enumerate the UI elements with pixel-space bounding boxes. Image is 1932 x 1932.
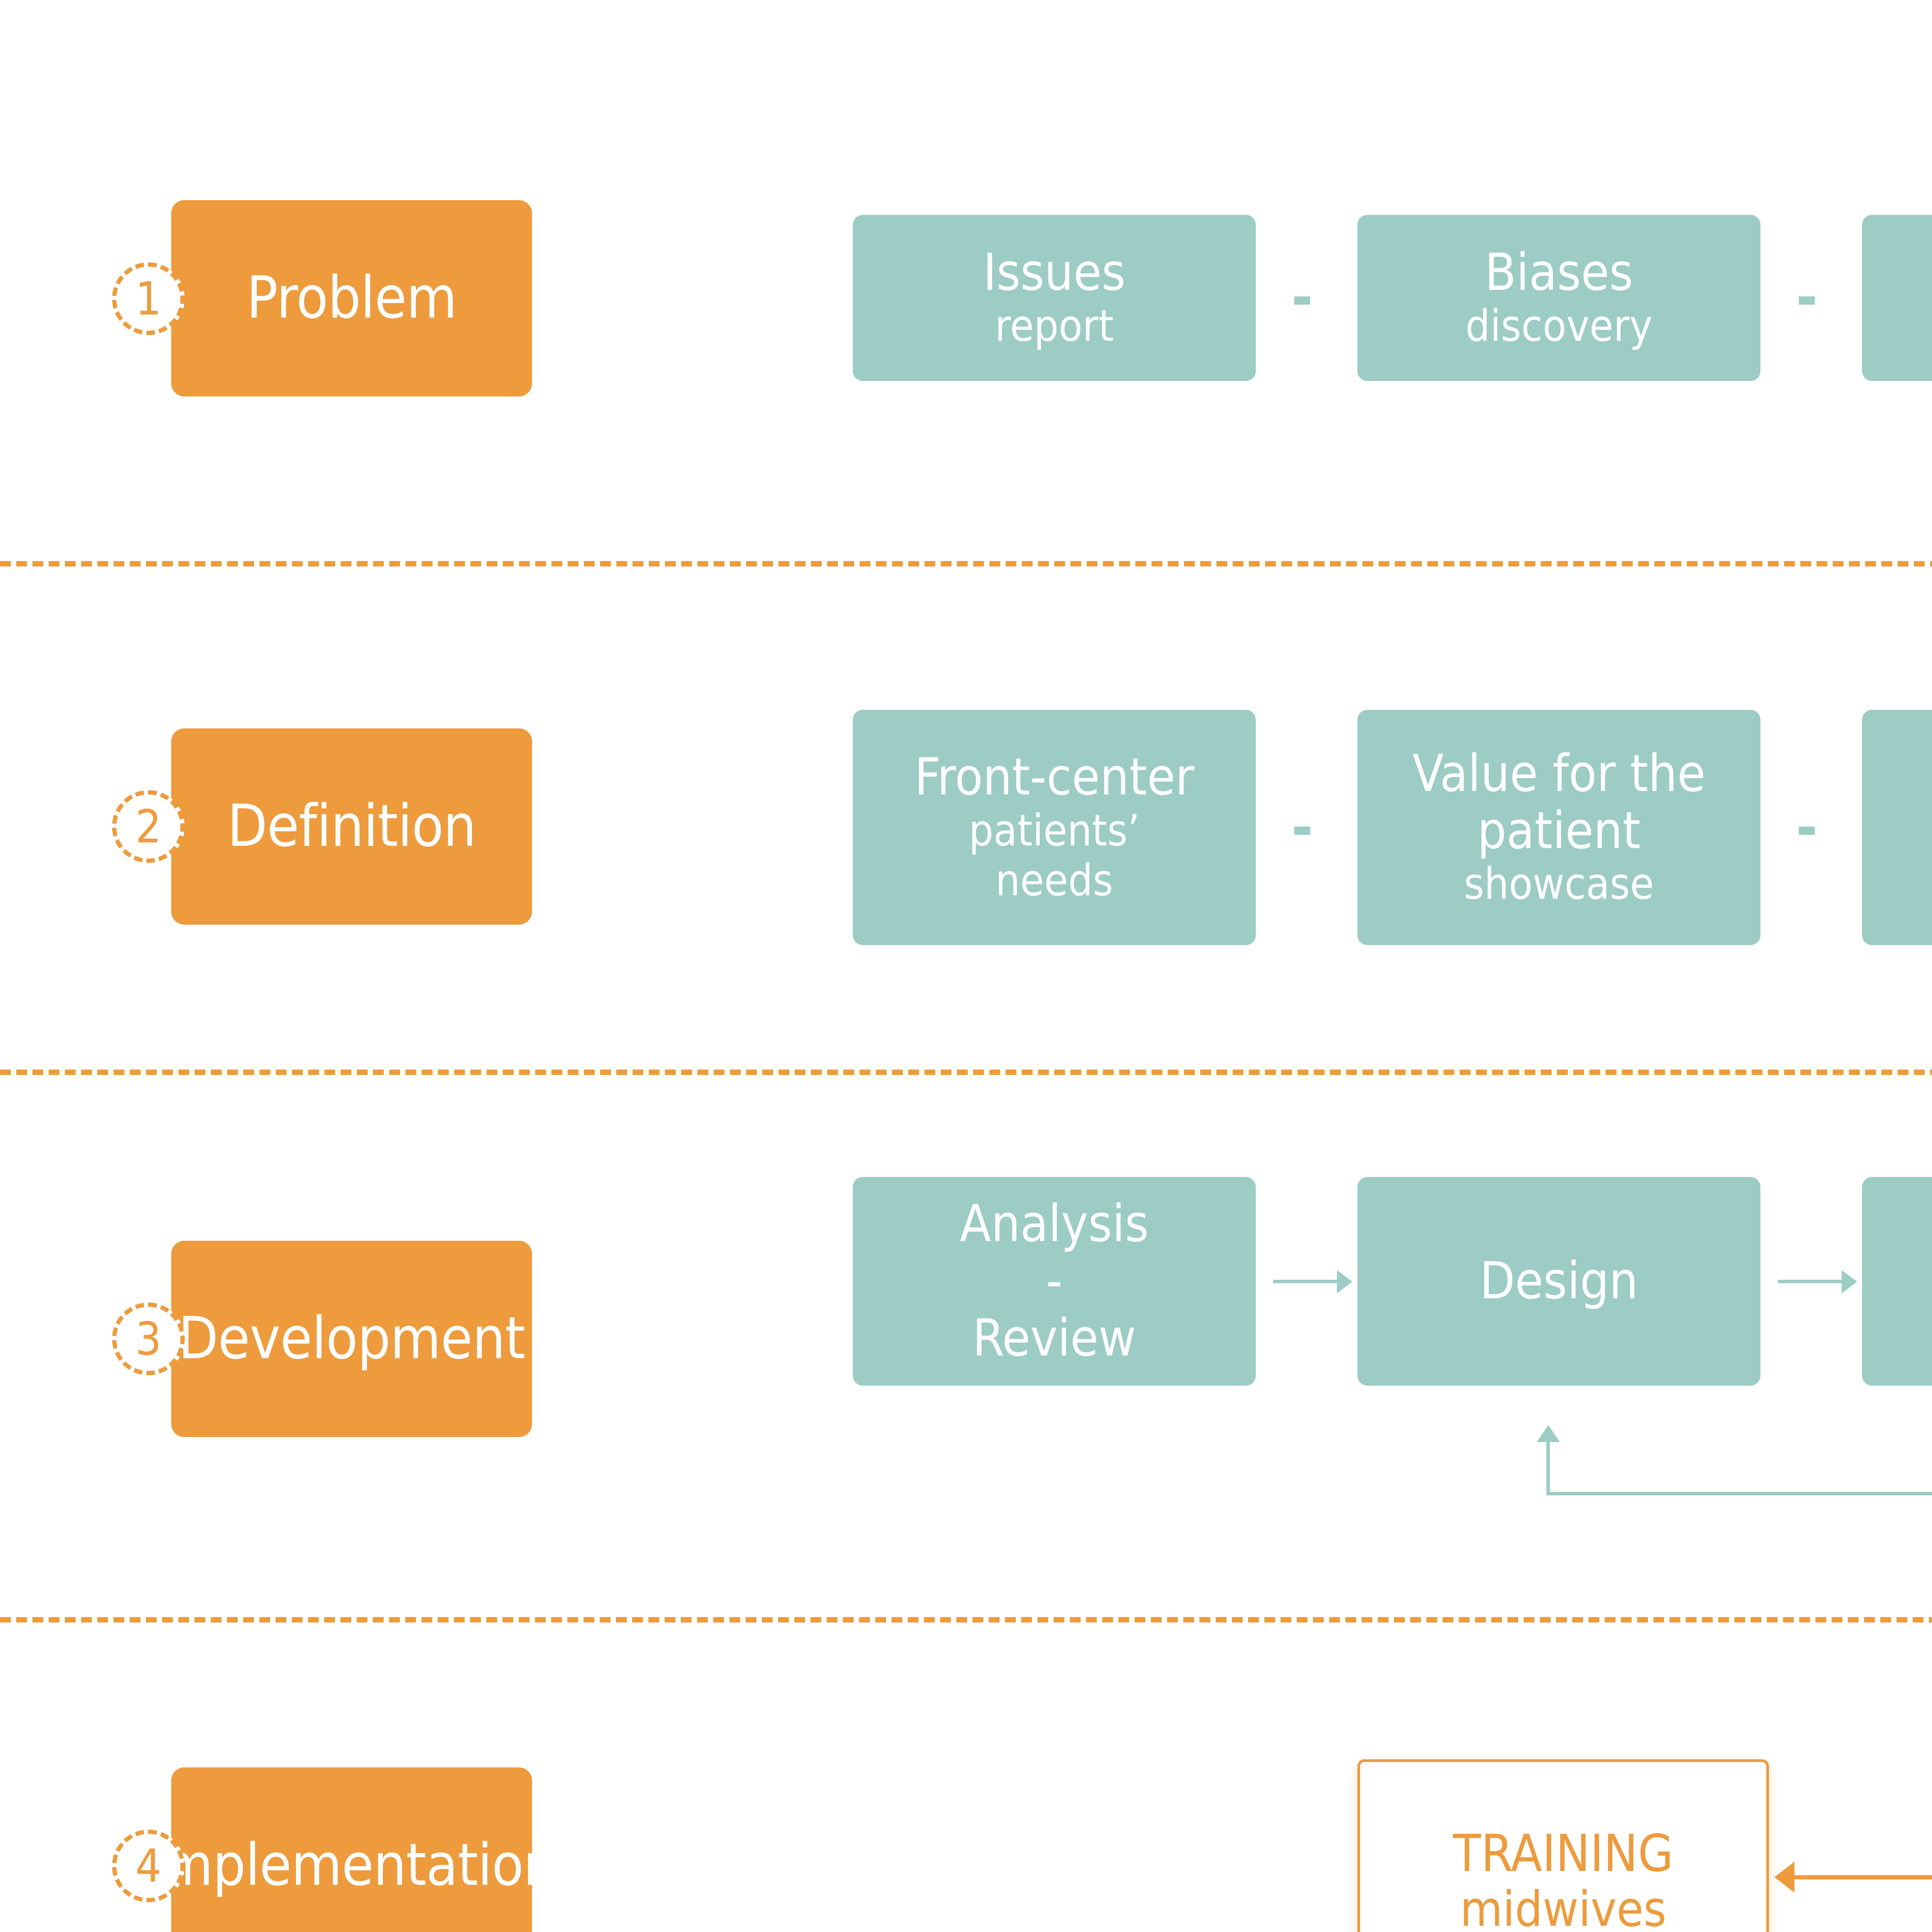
- activity-title-value-line2: patient: [1477, 801, 1641, 861]
- activity-dash-analysis: -: [1046, 1251, 1063, 1311]
- activity-title-value-line1: Value for the: [1412, 743, 1706, 803]
- stage-box-definition[interactable]: Definition: [171, 728, 532, 925]
- connector-analysis-to-design: [1273, 1280, 1339, 1283]
- activity-title-front-center: Front-center: [914, 747, 1194, 807]
- stage-number-2: 2: [135, 800, 162, 853]
- divider-challenge: [0, 1070, 1932, 1075]
- stage-badge-3: 3: [112, 1303, 185, 1375]
- stage-label-implementation: Implementation: [147, 1832, 556, 1899]
- output-title-training: TRAINING: [1453, 1823, 1673, 1883]
- output-box-training[interactable]: TRAINING midwives: [1357, 1759, 1769, 1932]
- stage-box-implementation[interactable]: Implementation: [147, 1767, 556, 1932]
- stage-label-problem: Problem: [246, 264, 457, 332]
- stage-number-3: 3: [135, 1312, 162, 1366]
- activity-box-needs[interactable]: Needs reveal: [1862, 215, 1932, 381]
- divider-implementation: [0, 1617, 1932, 1622]
- feedback-loop-left: [1546, 1492, 1932, 1495]
- stage-label-development: Development: [178, 1305, 526, 1372]
- activity-sub-front-center-2: needs: [995, 855, 1113, 906]
- activity-title-biases: Biases: [1485, 243, 1633, 303]
- feedback-loop-up: [1546, 1440, 1550, 1495]
- activity-box-issues[interactable]: Issues report: [853, 215, 1256, 381]
- stage-box-development[interactable]: Development: [171, 1241, 532, 1437]
- arrowhead-analysis-design: [1337, 1270, 1352, 1293]
- divider-insights: [0, 561, 1932, 566]
- activity-title-issues: Issues: [983, 243, 1126, 303]
- activity-box-front-center[interactable]: Front-center patients’ needs: [853, 710, 1256, 945]
- separator-dash-r1-1: -: [1291, 264, 1313, 331]
- activity-title-review-1: Review: [972, 1308, 1136, 1368]
- separator-dash-r2-2: -: [1796, 794, 1818, 861]
- activity-box-resources-constraints[interactable]: Resources/ constraints identify: [1862, 710, 1932, 945]
- stage-label-definition: Definition: [227, 793, 476, 860]
- stage-number-1: 1: [135, 272, 162, 325]
- output-sub-training: midwives: [1460, 1881, 1667, 1932]
- arrowhead-design-review: [1842, 1270, 1857, 1293]
- activity-box-biases[interactable]: Biases discovery: [1357, 215, 1760, 381]
- activity-box-analysis-review[interactable]: Analysis - Review: [853, 1177, 1256, 1386]
- stage-box-problem[interactable]: Problem: [171, 200, 532, 396]
- activity-sub-issues: report: [995, 301, 1114, 351]
- activity-box-review-codesign[interactable]: Review - Co-design: [1862, 1177, 1932, 1386]
- stage-number-4: 4: [135, 1839, 162, 1893]
- activity-title-analysis: Analysis: [959, 1194, 1149, 1254]
- arrowhead-feedback-design: [1537, 1425, 1560, 1442]
- connector-design-to-review: [1778, 1280, 1844, 1283]
- stage-badge-2: 2: [112, 790, 185, 863]
- activity-sub-biases: discovery: [1465, 301, 1653, 351]
- activity-sub-front-center-1: patients’: [968, 805, 1140, 856]
- activity-box-value-for-patient[interactable]: Value for the patient showcase: [1357, 710, 1760, 945]
- separator-dash-r1-2: -: [1796, 264, 1818, 331]
- stage-badge-4: 4: [112, 1830, 185, 1902]
- activity-box-design[interactable]: Design: [1357, 1177, 1760, 1386]
- stage-badge-1: 1: [112, 262, 185, 335]
- activity-title-design: Design: [1480, 1251, 1638, 1311]
- arrowhead-training: [1774, 1862, 1794, 1893]
- separator-dash-r2-1: -: [1291, 794, 1313, 861]
- activity-sub-value: showcase: [1464, 859, 1654, 910]
- connector-training-horizontal: [1793, 1875, 1932, 1879]
